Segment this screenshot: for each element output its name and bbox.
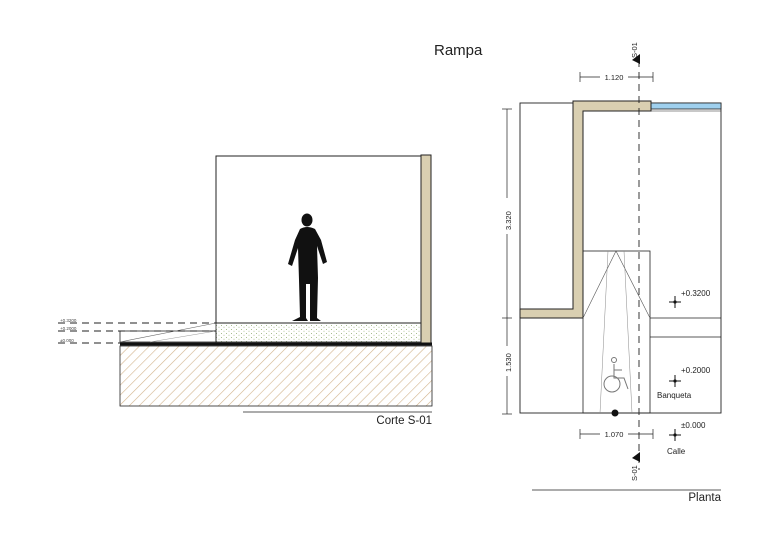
section-caption: Corte S-01 bbox=[376, 415, 432, 427]
dim-upper-height: 3.320 bbox=[504, 211, 513, 230]
cut-point bbox=[611, 409, 619, 417]
level-label-calle: Calle bbox=[667, 447, 686, 456]
ramp-box bbox=[582, 250, 651, 414]
cut-marker-bottom: S-01 bbox=[630, 465, 639, 481]
drawing-title: Rampa bbox=[434, 42, 483, 59]
section-level-1: +0.3200 bbox=[60, 318, 77, 323]
dim-bottom-width: 1.070 bbox=[605, 430, 624, 439]
dim-top-width: 1.120 bbox=[605, 73, 624, 82]
ramp-slope bbox=[119, 322, 217, 343]
plan-wall bbox=[519, 100, 652, 319]
level-value-3: ±0.000 bbox=[681, 421, 706, 430]
ground-hatch bbox=[119, 345, 433, 407]
section-level-3: ±0.000 bbox=[60, 338, 74, 343]
floor-fill bbox=[215, 322, 422, 343]
section-arrow-icon-bottom bbox=[632, 452, 640, 462]
wheelchair-icon bbox=[603, 357, 629, 393]
dim-lower-height: 1.530 bbox=[504, 353, 513, 372]
section-wall bbox=[420, 154, 432, 346]
level-value-2: +0.2000 bbox=[681, 366, 711, 375]
plan-view: S-01 S-01 1.120 1.070 3.320 1.530 +0 bbox=[502, 42, 722, 504]
water-strip bbox=[650, 102, 722, 110]
section-view: +0.3200 +0.2000 ±0.000 Corte S-01 bbox=[58, 154, 433, 427]
plan-caption: Planta bbox=[688, 492, 721, 504]
cut-marker-top: S-01 bbox=[630, 42, 639, 58]
section-level-2: +0.2000 bbox=[60, 326, 77, 331]
human-silhouette-icon bbox=[288, 213, 327, 321]
level-value-1: +0.3200 bbox=[681, 289, 711, 298]
level-label-banqueta: Banqueta bbox=[657, 391, 692, 400]
section-arrow-icon bbox=[632, 54, 640, 64]
